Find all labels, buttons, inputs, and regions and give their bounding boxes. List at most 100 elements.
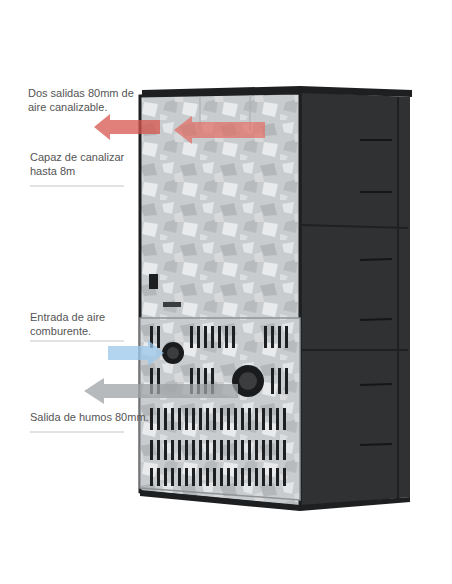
stove-part (220, 440, 223, 460)
stove-part (269, 440, 272, 460)
stove-part (255, 440, 258, 460)
callout-label: Salida de humos 80mm. (30, 410, 160, 424)
stove-part (248, 440, 251, 460)
stove-part (157, 326, 160, 348)
stove-part (213, 440, 216, 460)
stove-part (185, 408, 188, 430)
stove-part (271, 368, 274, 394)
stove-part (164, 440, 167, 460)
stove-part (150, 440, 153, 460)
stove-part (278, 326, 281, 348)
stove-part (255, 408, 258, 430)
stove-part (171, 408, 174, 430)
stove-part (164, 468, 167, 486)
stove-part (360, 444, 392, 445)
stove-part (241, 468, 244, 486)
stove-part (199, 440, 202, 460)
stove-part (30, 186, 124, 432)
stove-part (140, 318, 300, 500)
stove-part (150, 408, 286, 486)
stove-part (278, 368, 281, 394)
stove-part (248, 468, 251, 486)
stove-part (30, 341, 124, 342)
stove-part (271, 326, 274, 348)
stove-part (174, 116, 265, 144)
stove-part (248, 408, 251, 430)
stove-part (206, 408, 209, 430)
stove-part (262, 440, 265, 460)
stove-part (157, 408, 160, 430)
stove-part (206, 440, 209, 460)
stove-part (178, 408, 181, 430)
stove-part (150, 468, 153, 486)
stove-part (232, 326, 235, 348)
stove-part (199, 408, 202, 430)
stove-part (269, 408, 272, 430)
stove-part (171, 468, 174, 486)
stove-part (283, 468, 286, 486)
stove-part (204, 326, 207, 348)
stove-part (157, 468, 160, 486)
stove-part (234, 440, 237, 460)
stove-part (199, 468, 202, 486)
stove-part (262, 408, 265, 430)
stove-part (276, 408, 279, 430)
stove-part (227, 468, 230, 486)
stove-part (211, 326, 214, 348)
stove-part (234, 468, 237, 486)
stove-part (234, 408, 237, 430)
stove-part (283, 440, 286, 460)
stove-part (30, 186, 124, 187)
stove-part (276, 468, 279, 486)
stove-part (241, 440, 244, 460)
stove-part (197, 326, 200, 348)
stove-part (178, 440, 181, 460)
stove-part (302, 349, 408, 351)
stove-part (239, 372, 257, 390)
stove-part (167, 347, 179, 359)
stove-part (227, 440, 230, 460)
stove-part (192, 408, 195, 430)
callout-label: Capaz de canalizar hasta 8m (30, 150, 130, 178)
stove-part (360, 384, 392, 385)
stove-part (276, 440, 279, 460)
stove-part (300, 92, 410, 507)
stove-part (262, 468, 265, 486)
stove-part (190, 326, 193, 348)
stove-part (285, 326, 288, 348)
stove-part (218, 326, 221, 348)
stove-part (192, 440, 195, 460)
stove-part (150, 326, 288, 394)
stove-part (192, 468, 195, 486)
stove-part (185, 468, 188, 486)
stove-part (140, 93, 300, 507)
stove-part (213, 408, 216, 430)
stove-part (84, 378, 238, 404)
stove-part (171, 440, 174, 460)
stove-part (206, 468, 209, 486)
stove-part (213, 468, 216, 486)
stove-part (185, 440, 188, 460)
stove-part (360, 319, 392, 320)
stove-part (360, 259, 392, 260)
stove-part (150, 408, 153, 430)
stove-part (227, 408, 230, 430)
stove-part (163, 302, 181, 307)
stove-part (285, 368, 288, 394)
stove-part (225, 326, 228, 348)
stove-part (269, 468, 272, 486)
stove-part (360, 139, 392, 141)
stove-part (178, 468, 181, 486)
stove-part (220, 468, 223, 486)
stove-part (255, 468, 258, 486)
stove-part (360, 140, 392, 445)
callout-label: Entrada de aire comburente. (30, 310, 130, 338)
callout-label: Dos salidas 80mm de aire canalizable. (28, 86, 140, 114)
stove-part (30, 432, 124, 433)
stove-part (360, 191, 392, 193)
stove-part (162, 342, 184, 364)
stove-part (94, 114, 160, 140)
stove-part (241, 408, 244, 430)
stove-part (283, 408, 286, 430)
stove-part (220, 408, 223, 430)
